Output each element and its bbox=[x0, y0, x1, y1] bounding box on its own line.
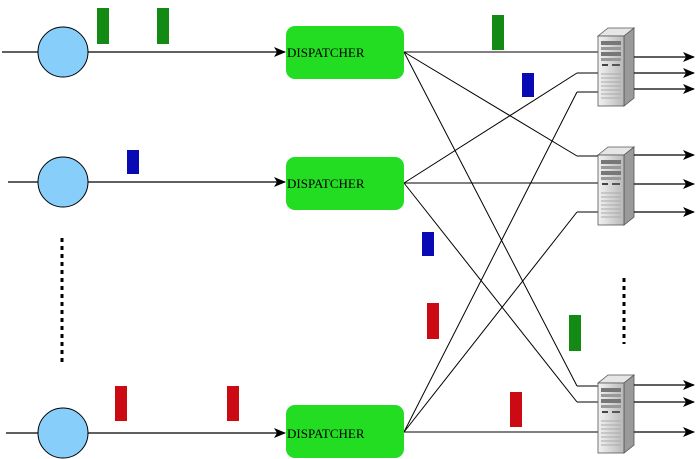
dispatcher-label: DISPATCHER bbox=[287, 45, 365, 60]
server-tower-icon bbox=[597, 374, 635, 454]
dispatcher-server-connections bbox=[403, 51, 600, 433]
connection-d1-s3 bbox=[403, 51, 578, 387]
job-token-blue bbox=[127, 150, 139, 174]
job-token-green bbox=[157, 8, 169, 44]
job-token-blue bbox=[522, 73, 534, 97]
dispatcher-box-2: DISPATCHER bbox=[286, 157, 404, 210]
job-token-red bbox=[115, 386, 127, 421]
dispatcher-box-1: DISPATCHER bbox=[286, 26, 404, 79]
connection-d3-s1 bbox=[403, 91, 578, 433]
job-token-green bbox=[492, 15, 504, 50]
job-tokens bbox=[97, 8, 581, 427]
server-output-arrows bbox=[634, 52, 695, 437]
connection-d3-s2 bbox=[403, 211, 578, 433]
server-tower-icon bbox=[597, 146, 635, 226]
source-arrows bbox=[2, 47, 286, 438]
source-node-3 bbox=[37, 407, 89, 459]
source-node-1 bbox=[37, 26, 89, 78]
dispatcher-label: DISPATCHER bbox=[287, 426, 365, 441]
job-token-blue bbox=[422, 232, 434, 256]
connection-d2-s3 bbox=[403, 182, 578, 403]
server-tower-icon bbox=[597, 27, 635, 107]
connection-d2-s1 bbox=[403, 72, 578, 184]
job-token-green bbox=[569, 315, 581, 351]
job-token-red bbox=[427, 303, 439, 339]
dispatcher-label: DISPATCHER bbox=[287, 176, 365, 191]
job-token-green bbox=[97, 8, 109, 44]
connection-d1-s2 bbox=[403, 51, 578, 157]
dispatcher-box-3: DISPATCHER bbox=[286, 405, 404, 458]
source-node-2 bbox=[37, 156, 89, 208]
job-token-red bbox=[510, 392, 522, 427]
job-token-red bbox=[227, 386, 239, 421]
